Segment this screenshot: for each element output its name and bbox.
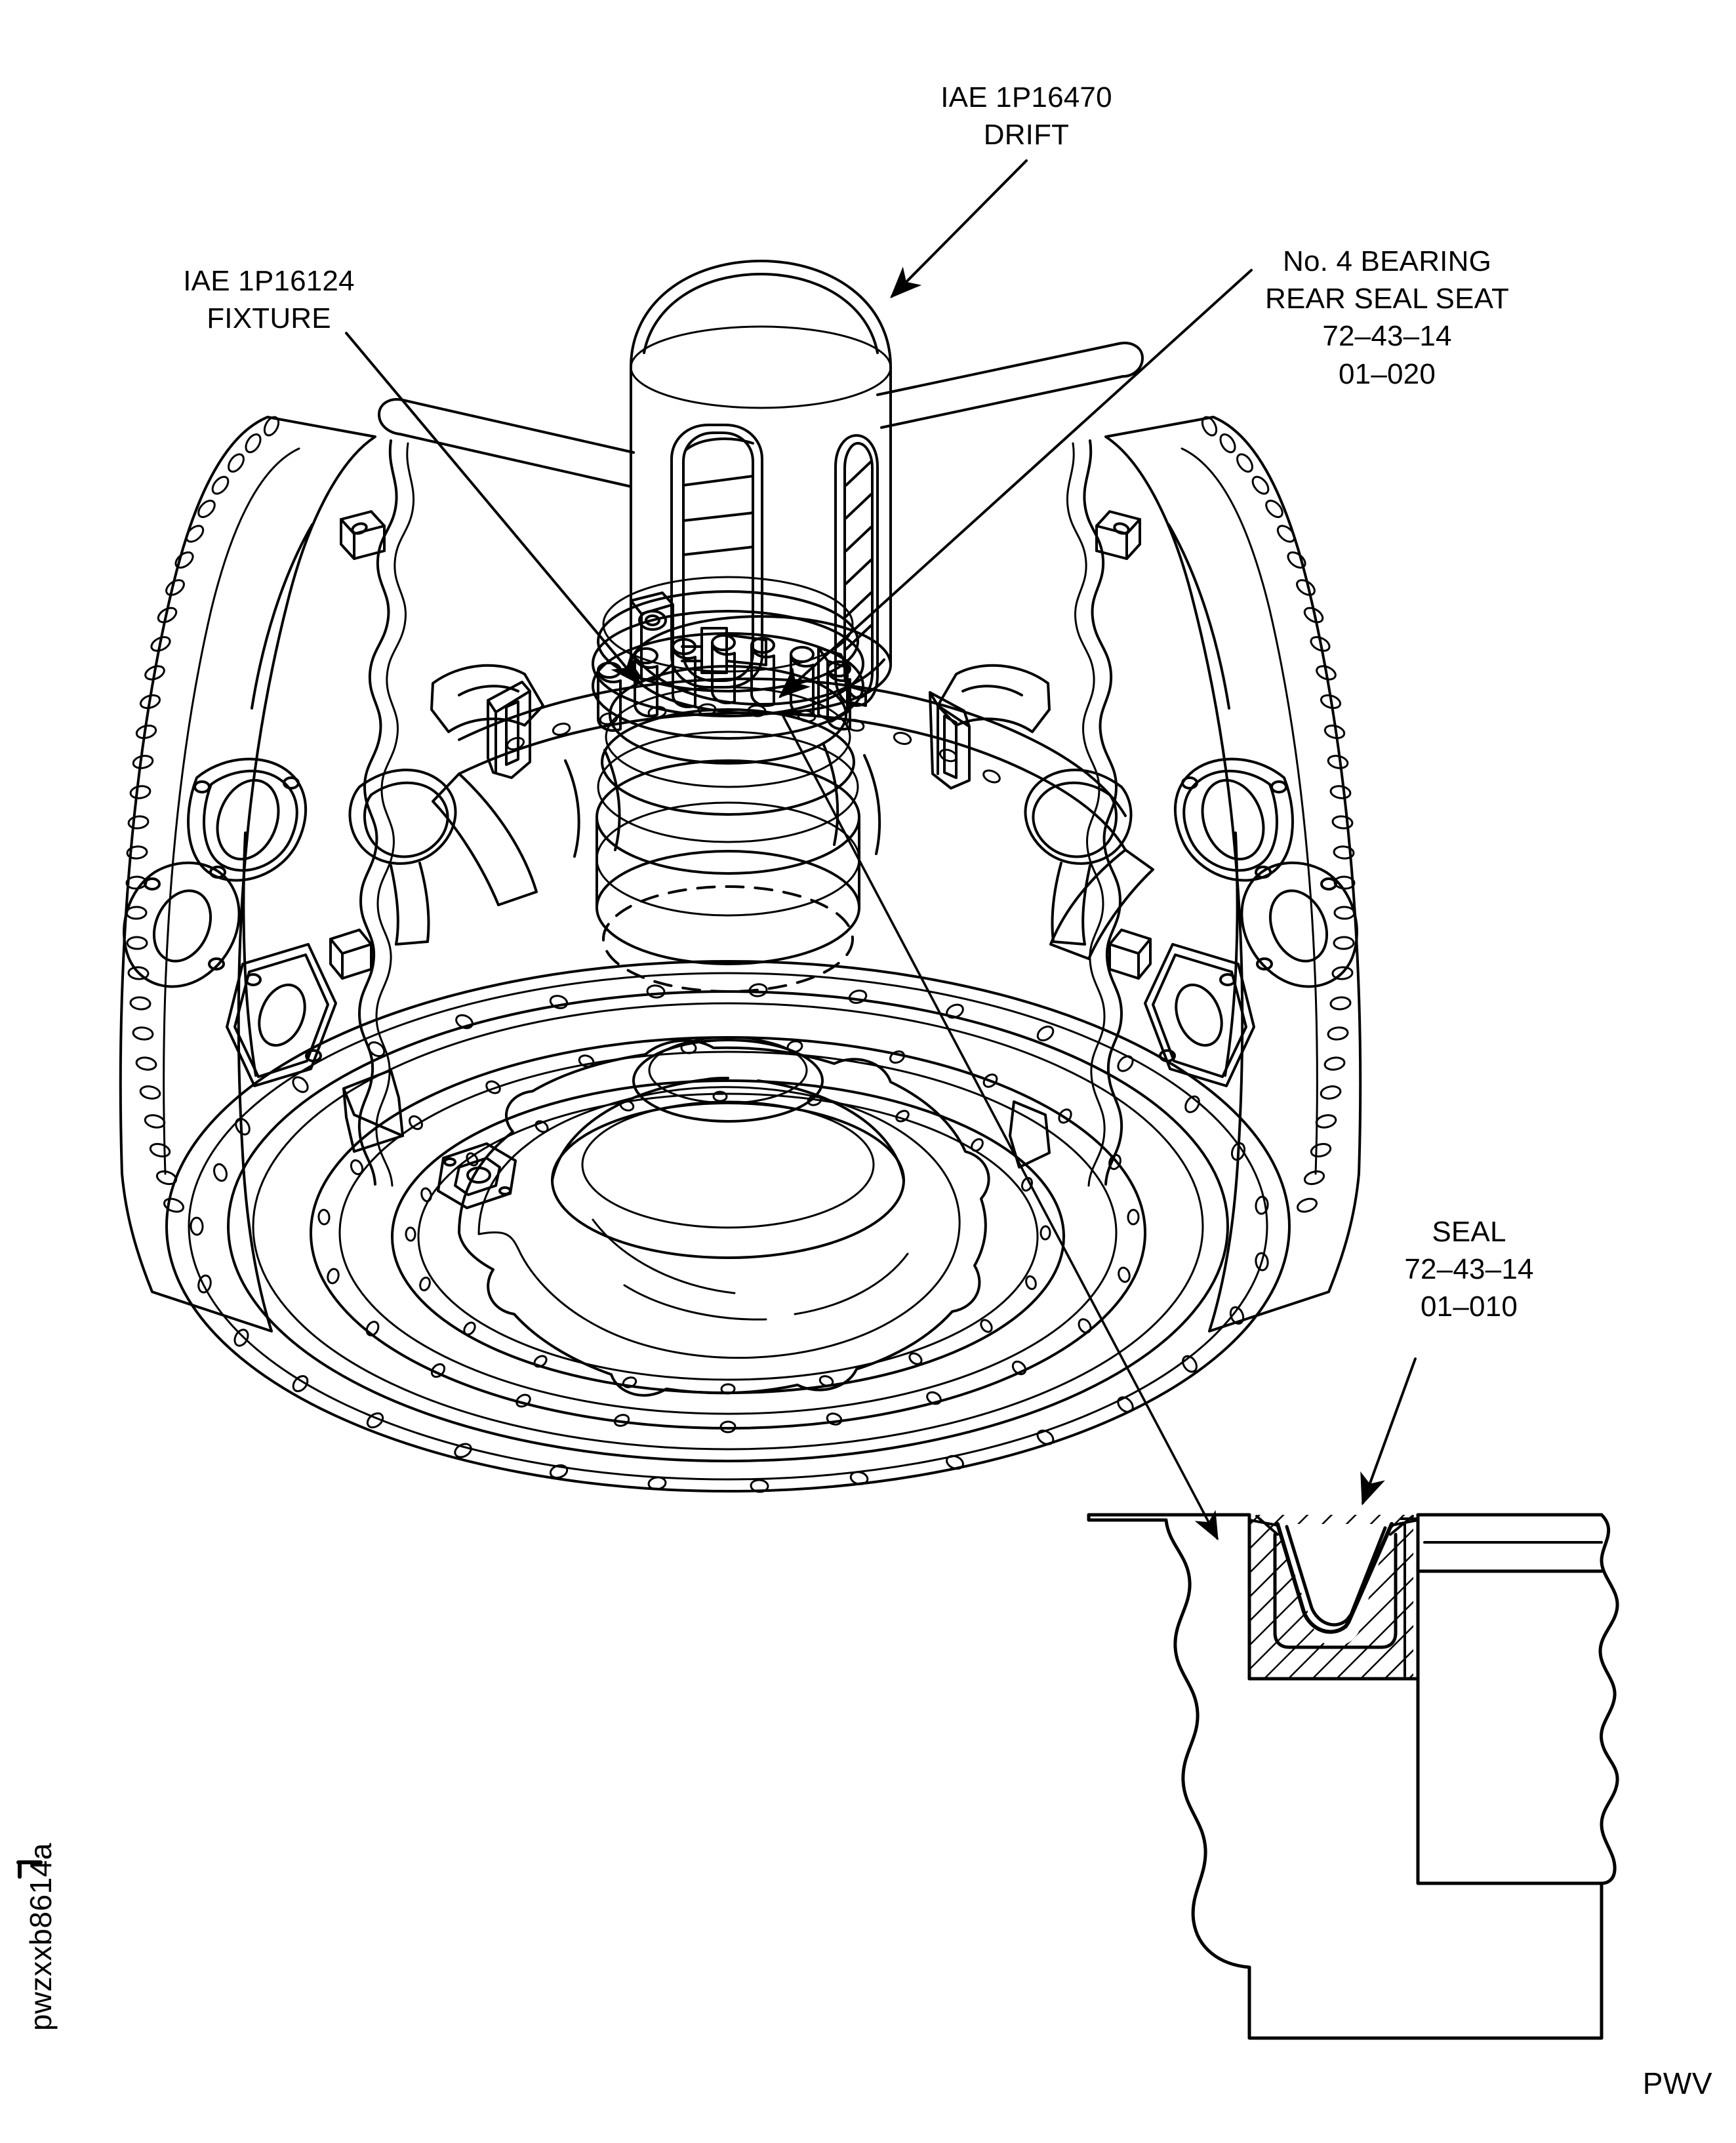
seal-leader <box>1360 1357 1417 1506</box>
bearing-rear-seal-seat-callout: No. 4 BEARING REAR SEAL SEAT 72–43–14 01… <box>1217 243 1558 393</box>
bearing-shaft-stack <box>487 576 971 993</box>
flange-bolt-circle-inner <box>405 1091 1051 1395</box>
seal-callout-line-1: SEAL <box>1432 1216 1506 1248</box>
disk-face-tab <box>437 1142 517 1209</box>
bearing-seat-leader <box>778 269 1253 698</box>
right-shell-boss <box>1095 510 1141 560</box>
fixture-callout-line-1: IAE 1P16124 <box>183 265 355 297</box>
left-shell-boss <box>340 510 386 560</box>
sheet-code-label: PWV <box>1642 2066 1712 2100</box>
seal-callout: SEAL 72–43–14 01–010 <box>1371 1213 1567 1326</box>
bearing-callout-line-2: REAR SEAL SEAT <box>1264 283 1510 315</box>
fixture-arms <box>487 681 971 790</box>
seal-section-detail <box>1087 1513 1619 2040</box>
seal-section-leader <box>780 712 1219 1541</box>
drift-handle-right <box>876 342 1144 429</box>
fixture-clamp-right <box>817 647 867 723</box>
left-casing-shell <box>119 416 415 1332</box>
seal-callout-task: 72–43–14 <box>1404 1253 1534 1286</box>
strut-ring <box>432 677 1154 960</box>
left-casing-port-pads <box>123 664 544 1087</box>
drift-handle-left <box>378 398 635 488</box>
drift-slot-side <box>834 434 879 707</box>
fixture-callout-line-2: FIXTURE <box>207 302 331 335</box>
drift-callout-line-1: IAE 1P16470 <box>940 81 1112 113</box>
seal-callout-item: 01–010 <box>1420 1291 1518 1323</box>
drift-callout-line-2: DRIFT <box>983 119 1070 151</box>
leader-lines <box>345 159 1417 1541</box>
bearing-rollers <box>597 634 851 732</box>
drift-leader <box>890 159 1028 298</box>
disk-rim-notches <box>342 1069 1051 1169</box>
bearing-callout-line-1: No. 4 BEARING <box>1282 245 1492 277</box>
turbine-rear-flange-disk <box>165 960 1291 1493</box>
drift-slot-front <box>670 424 763 689</box>
right-flange-bolt-holes <box>1201 416 1356 1213</box>
figure-id-bracket <box>16 1860 43 1879</box>
figure-id-label: pwzxxb8614a <box>24 1843 58 2031</box>
right-casing-shell <box>1066 416 1362 1332</box>
fixture-leader <box>345 332 641 686</box>
bearing-callout-task: 72–43–14 <box>1322 320 1452 353</box>
flange-bolt-circle-outer <box>190 983 1269 1493</box>
bearing-callout-item: 01–020 <box>1338 357 1436 390</box>
drift-tool <box>378 260 1144 715</box>
fixture-callout: IAE 1P16124 FIXTURE <box>138 262 400 337</box>
drift-callout: IAE 1P16470 DRIFT <box>889 79 1164 153</box>
rear-seal-seat-lip <box>681 627 767 674</box>
left-flange-bolt-holes <box>125 416 280 1213</box>
